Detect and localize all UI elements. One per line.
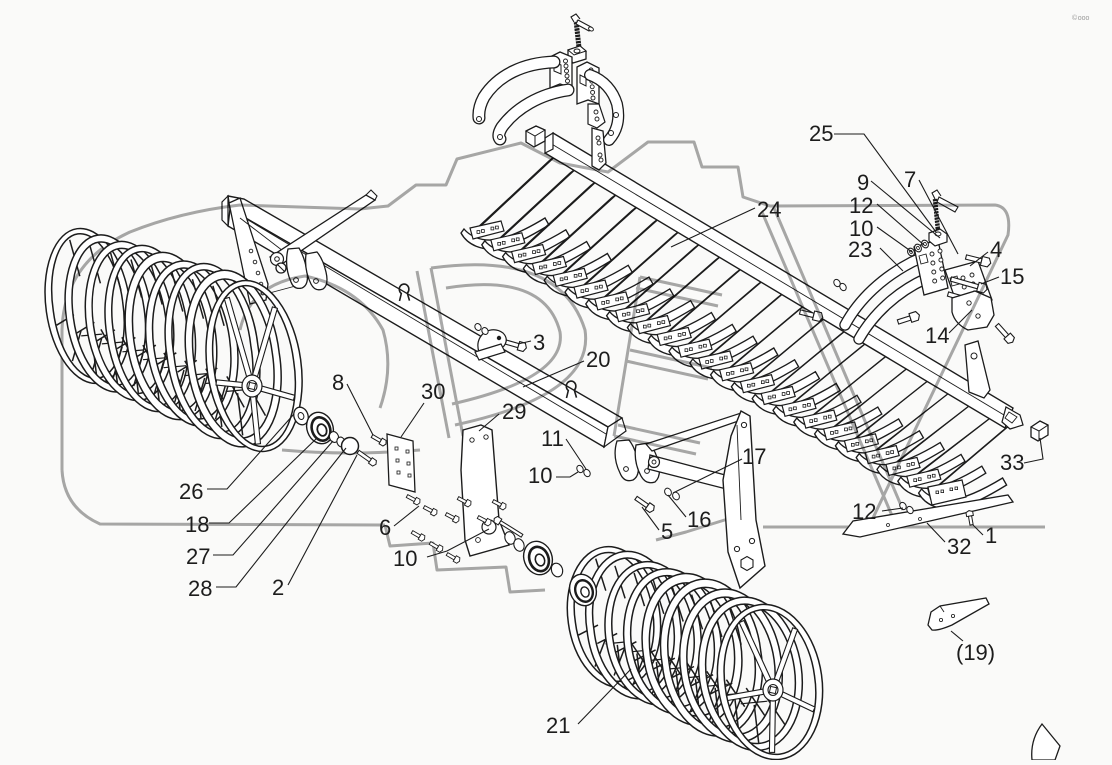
- svg-text:30: 30: [421, 379, 445, 404]
- svg-text:10: 10: [528, 463, 552, 488]
- svg-text:1: 1: [985, 523, 997, 548]
- svg-text:15: 15: [1000, 264, 1024, 289]
- svg-text:33: 33: [1000, 450, 1024, 475]
- svg-text:(19): (19): [956, 640, 995, 665]
- svg-text:14: 14: [925, 323, 949, 348]
- svg-text:32: 32: [947, 534, 971, 559]
- svg-text:© οοο: © οοο: [1072, 14, 1090, 22]
- svg-text:17: 17: [742, 444, 766, 469]
- svg-text:29: 29: [502, 399, 526, 424]
- svg-text:2: 2: [272, 575, 284, 600]
- svg-text:5: 5: [661, 519, 673, 544]
- svg-text:11: 11: [541, 426, 564, 451]
- svg-text:26: 26: [179, 479, 203, 504]
- svg-text:16: 16: [687, 507, 711, 532]
- svg-text:9: 9: [857, 170, 869, 195]
- svg-text:3: 3: [533, 330, 545, 355]
- svg-text:24: 24: [757, 197, 781, 222]
- svg-text:8: 8: [332, 370, 344, 395]
- svg-text:23: 23: [848, 237, 872, 262]
- svg-text:6: 6: [379, 515, 391, 540]
- svg-text:28: 28: [188, 576, 212, 601]
- svg-text:25: 25: [809, 121, 833, 146]
- svg-text:20: 20: [586, 347, 610, 372]
- svg-text:10: 10: [849, 216, 873, 241]
- svg-text:7: 7: [904, 167, 916, 192]
- svg-text:21: 21: [546, 713, 570, 738]
- svg-text:27: 27: [186, 544, 210, 569]
- svg-text:12: 12: [852, 499, 876, 524]
- svg-text:10: 10: [393, 546, 417, 571]
- svg-text:18: 18: [185, 512, 209, 537]
- svg-text:4: 4: [990, 237, 1002, 262]
- svg-text:12: 12: [849, 193, 873, 218]
